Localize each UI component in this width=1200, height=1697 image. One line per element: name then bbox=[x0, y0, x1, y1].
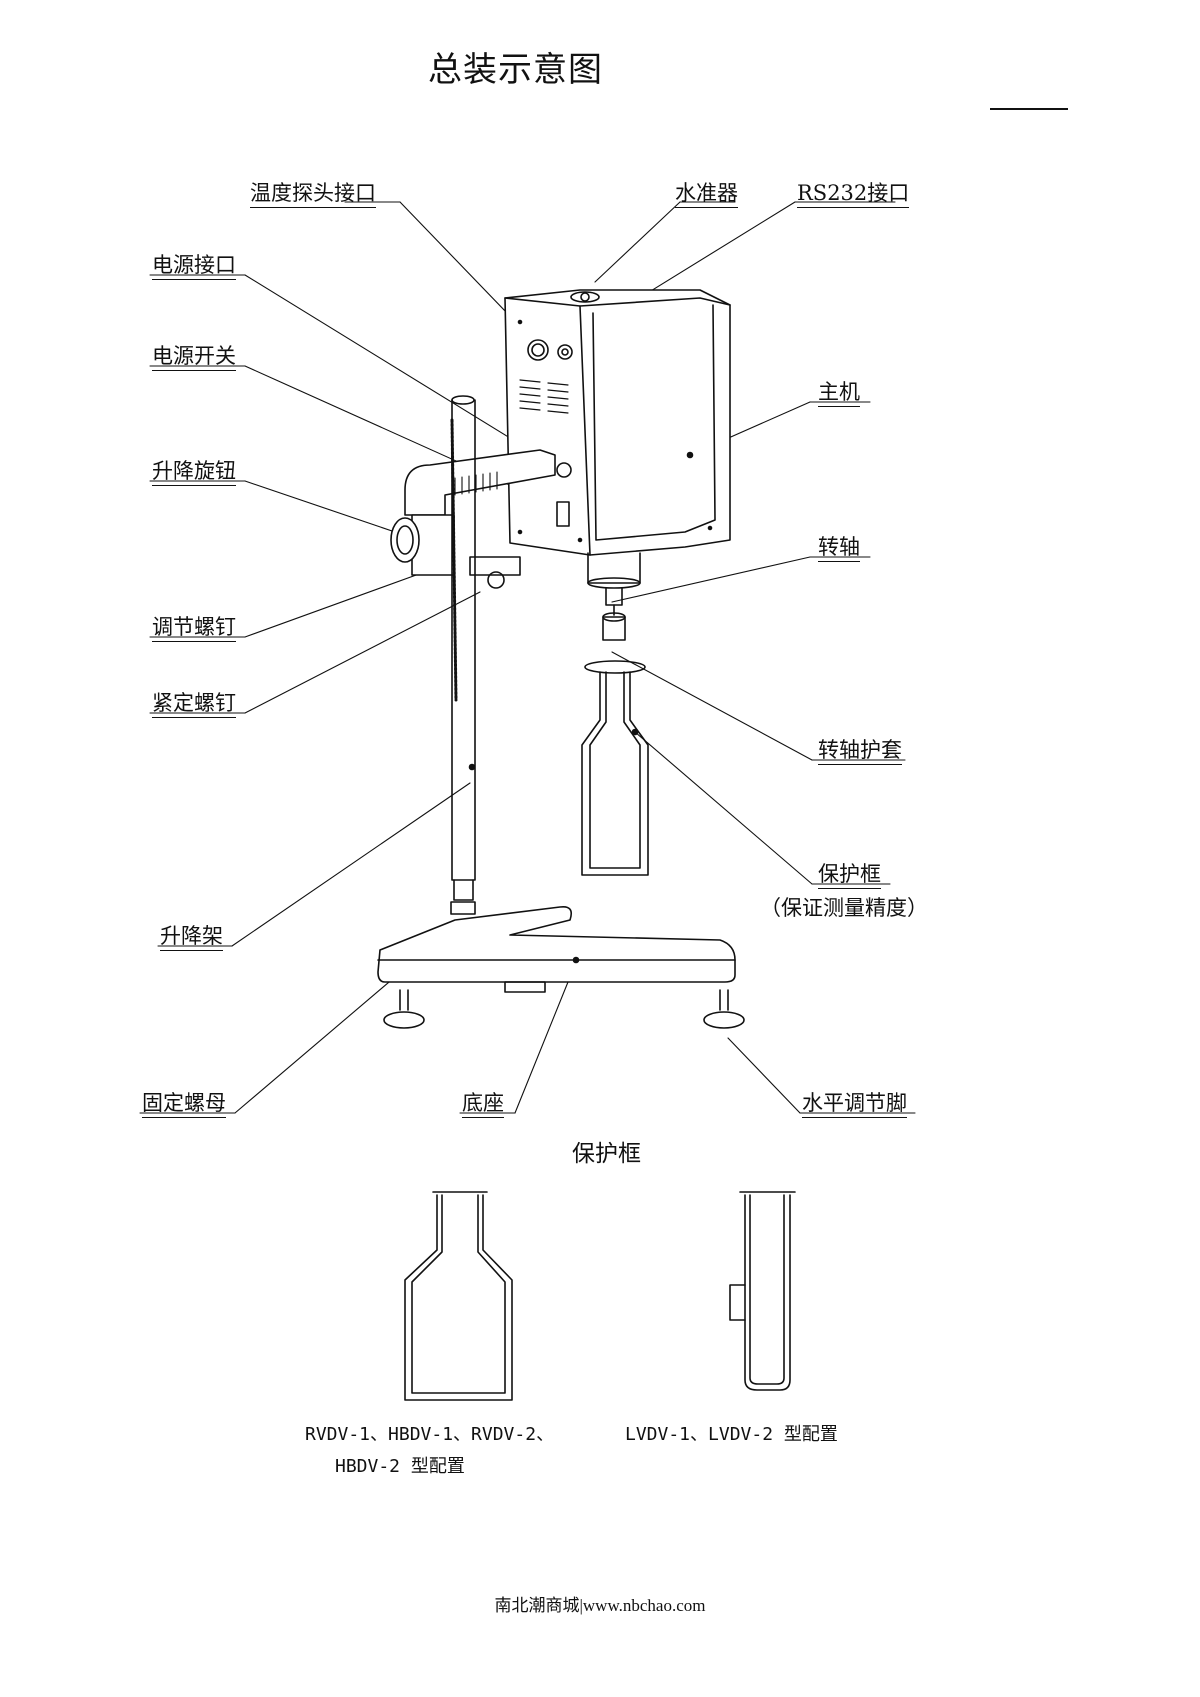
lift-arm bbox=[390, 449, 556, 589]
label-main-unit: 主机 bbox=[818, 379, 860, 407]
label-power-switch: 电源开关 bbox=[152, 343, 236, 371]
main-unit-housing bbox=[504, 289, 731, 556]
label-lift-stand: 升降架 bbox=[160, 923, 223, 951]
label-temp-probe-port: 温度探头接口 bbox=[250, 180, 376, 208]
guard-frame-assembly bbox=[581, 660, 649, 876]
label-level-foot: 水平调节脚 bbox=[802, 1090, 907, 1118]
label-rotor-shaft: 转轴 bbox=[818, 534, 860, 562]
label-level-gauge: 水准器 bbox=[675, 180, 738, 208]
label-guard-frame: 保护框 bbox=[818, 861, 881, 889]
column bbox=[450, 395, 476, 915]
label-shaft-sleeve: 转轴护套 bbox=[818, 737, 902, 765]
page-footer: 南北潮商城|www.nbchao.com bbox=[494, 1596, 706, 1615]
caption-left-line2: HBDV-2 型配置 bbox=[335, 1456, 465, 1477]
label-fixing-screw: 紧定螺钉 bbox=[152, 690, 236, 718]
label-power-port: 电源接口 bbox=[152, 252, 236, 280]
spindle bbox=[587, 552, 641, 641]
label-fixing-nut: 固定螺母 bbox=[142, 1090, 226, 1118]
label-base: 底座 bbox=[462, 1090, 504, 1118]
guard-section-title: 保护框 bbox=[572, 1141, 641, 1167]
label-lift-knob: 升降旋钮 bbox=[152, 458, 236, 486]
guard-frame-tube-detail bbox=[729, 1191, 796, 1391]
page-title: 总装示意图 bbox=[428, 50, 603, 90]
base-plate bbox=[377, 905, 745, 1029]
caption-right: LVDV-1、LVDV-2 型配置 bbox=[625, 1424, 838, 1445]
label-guard-frame-note: （保证测量精度） bbox=[760, 896, 928, 920]
label-rs232-port: RS232接口 bbox=[797, 180, 910, 208]
label-adjust-screw: 调节螺钉 bbox=[152, 614, 236, 642]
guard-frame-bottle-detail bbox=[404, 1191, 513, 1401]
caption-left-line1: RVDV-1、HBDV-1、RVDV-2、 bbox=[305, 1424, 555, 1445]
header-rule bbox=[990, 108, 1068, 110]
